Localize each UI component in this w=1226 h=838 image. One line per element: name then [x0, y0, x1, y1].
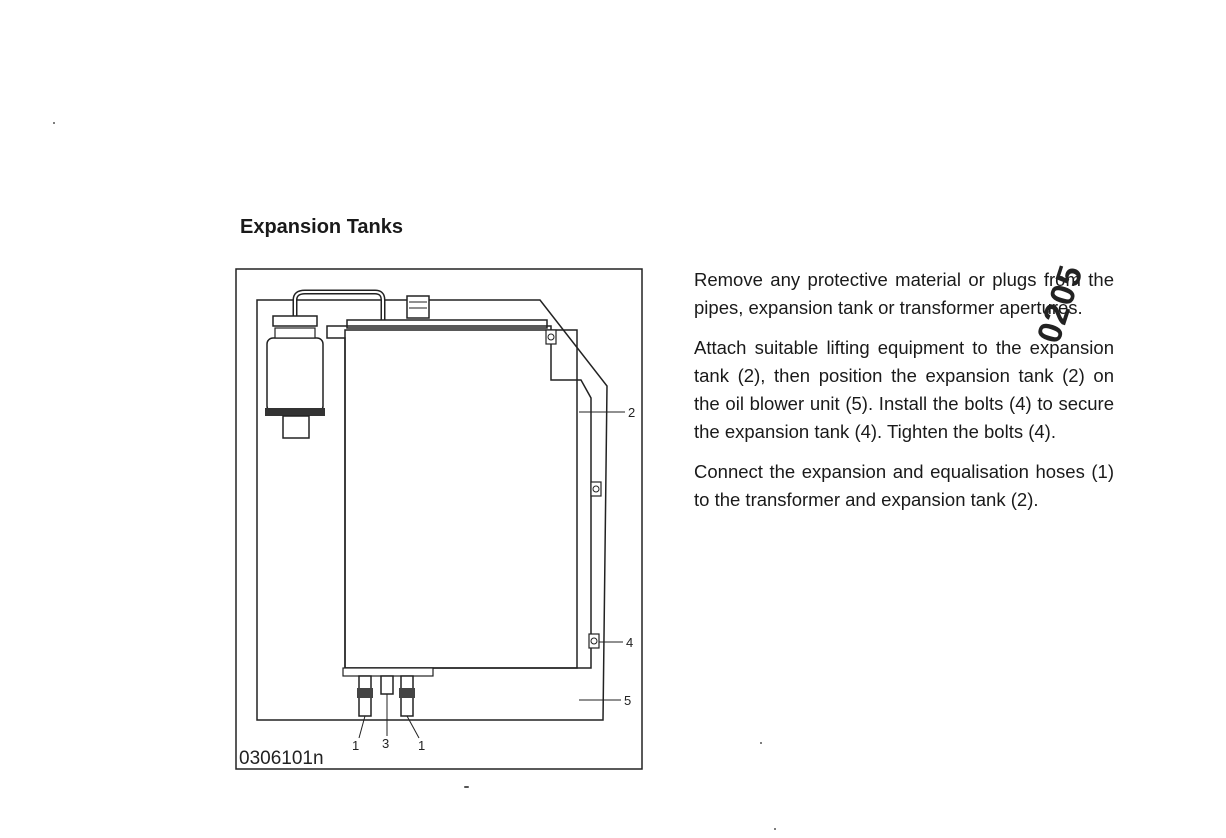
scan-speck: [1100, 352, 1102, 354]
scan-speck: [464, 786, 469, 788]
instructions: Remove any protective material or plugs …: [694, 266, 1114, 526]
tank-top-flange: [346, 319, 548, 329]
callout-label: 1: [352, 738, 359, 753]
bolt-bracket: [590, 481, 602, 497]
callout-label: 4: [626, 635, 633, 650]
instruction-paragraph: Attach suitable lifting equipment to the…: [694, 337, 1114, 442]
expansion-tank-body: [326, 325, 592, 669]
breather-flange: [272, 315, 318, 327]
callout-label: 5: [624, 693, 631, 708]
section-heading: Expansion Tanks: [240, 216, 404, 238]
scan-speck: [760, 742, 762, 744]
expansion-tank-figure: 2 4 5 1 3 1 0306101n: [235, 268, 643, 770]
center-outlet: [380, 675, 394, 695]
scan-speck: [53, 122, 55, 124]
blower-unit-outline: [256, 299, 608, 721]
bolt-bracket: [545, 329, 557, 345]
scan-speck: [774, 828, 776, 830]
expansion-tank-diagram: 2 4 5 1 3 1 0306101n: [235, 268, 643, 770]
figure-frame: [235, 268, 643, 770]
instruction-paragraph: Connect the expansion and equalisation h…: [694, 461, 1114, 510]
bolt-bracket: [588, 633, 600, 649]
top-fitting: [406, 295, 430, 319]
callout-label: 2: [628, 405, 635, 420]
callout-label: 3: [382, 736, 389, 751]
breather-body: [266, 337, 324, 413]
breather-outlet: [282, 415, 310, 439]
figure-id: 0306101n: [239, 748, 324, 769]
instruction-paragraph: Remove any protective material or plugs …: [694, 269, 1114, 318]
callout-label: 1: [418, 738, 425, 753]
